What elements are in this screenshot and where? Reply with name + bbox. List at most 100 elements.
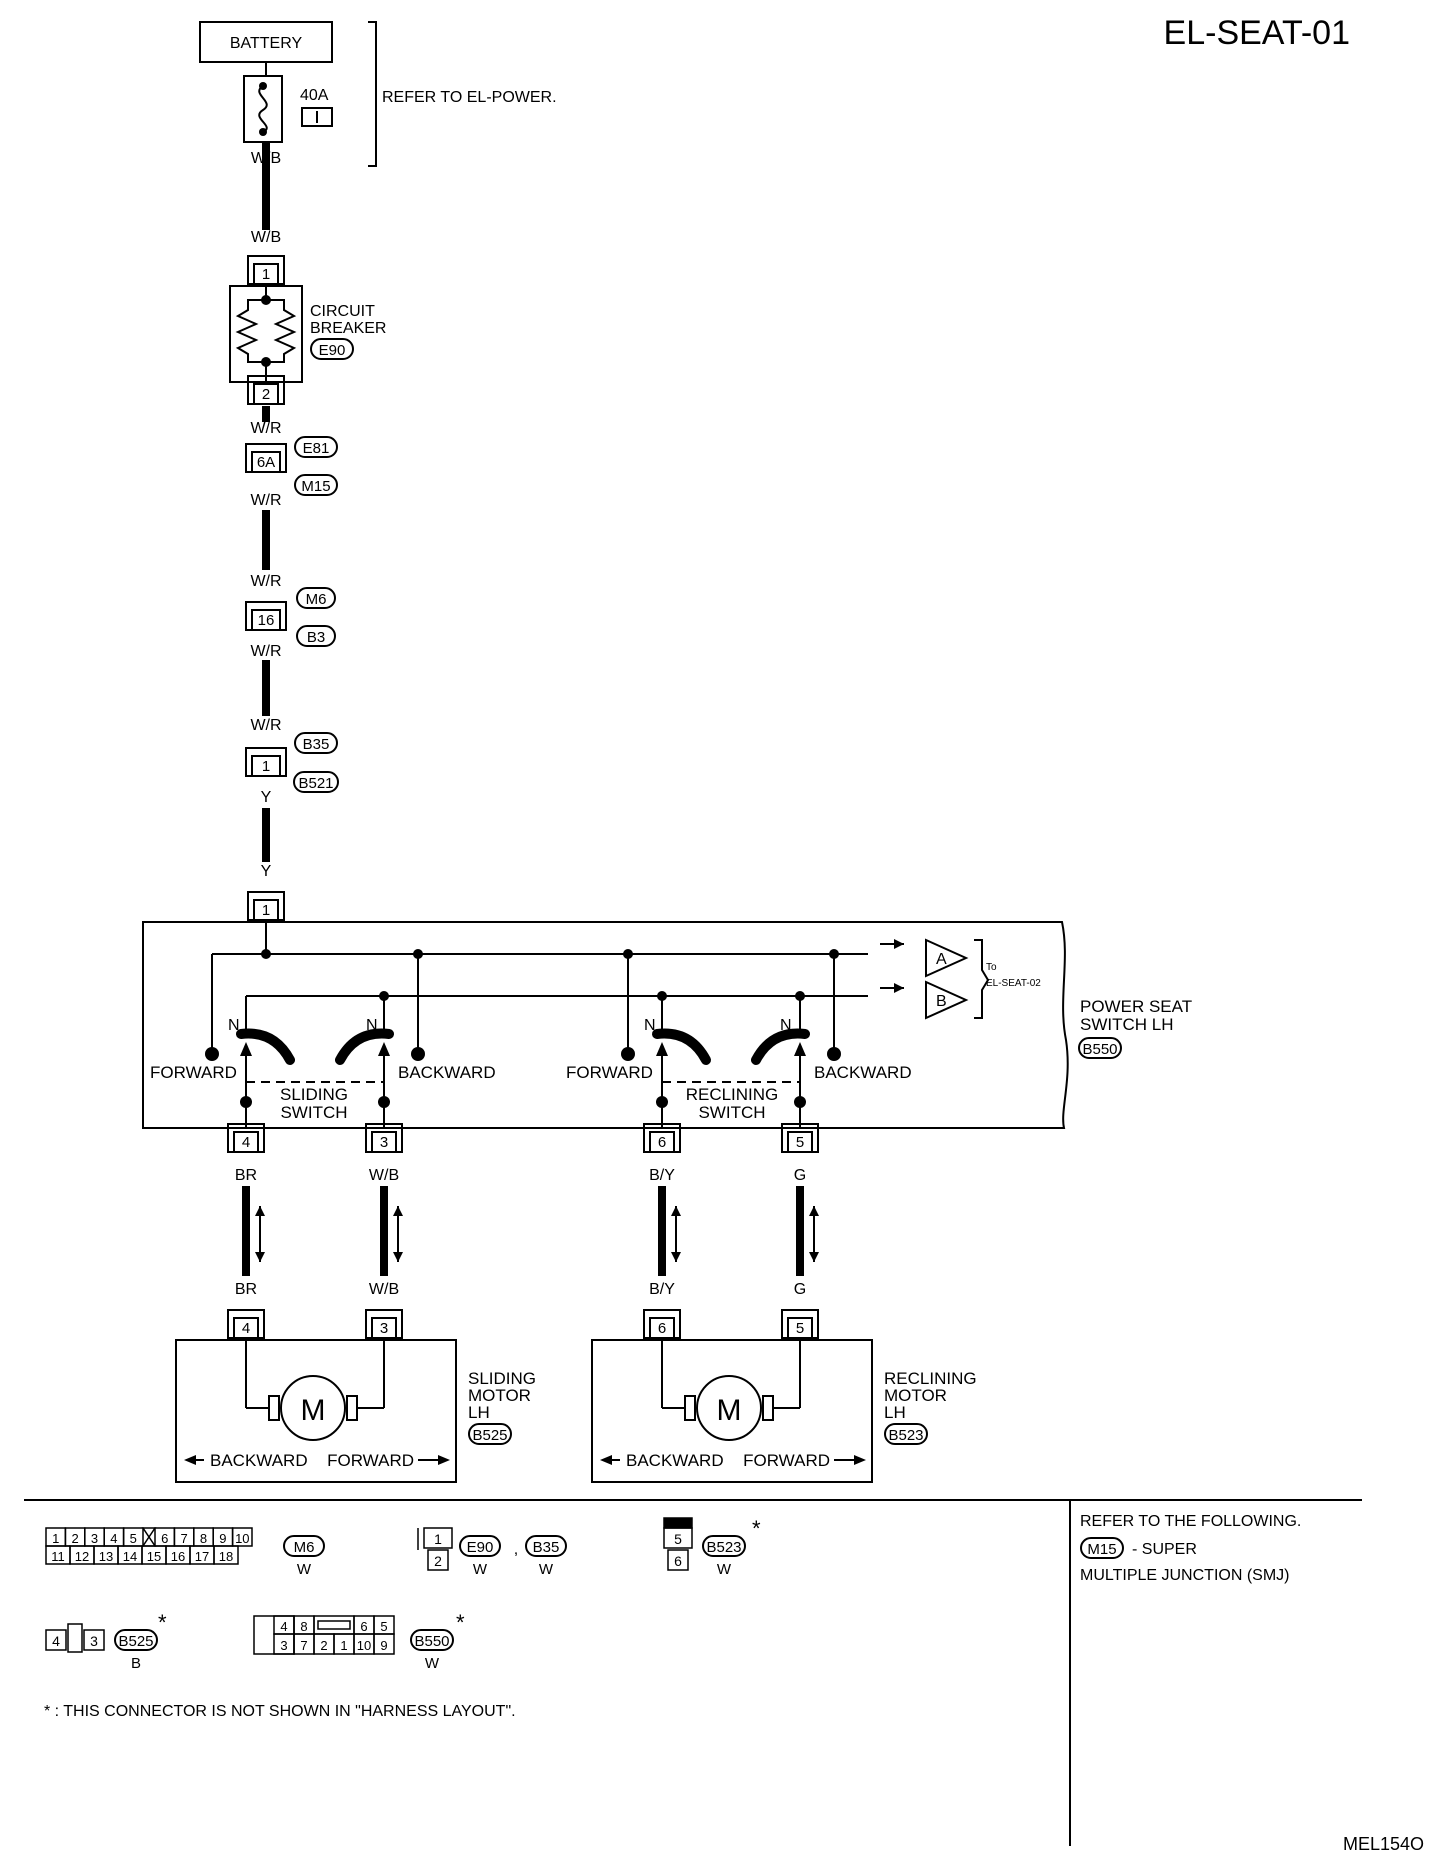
pin-cell xyxy=(251,609,281,631)
connector-badge: B35 xyxy=(294,732,338,754)
switch-input-pin: 1 xyxy=(247,891,285,921)
connector-cell xyxy=(663,1527,693,1549)
output-b-label: B xyxy=(936,993,947,1010)
arrow-head-up xyxy=(671,1206,681,1216)
switch-blade xyxy=(652,1028,711,1065)
motor-pin: 6 xyxy=(643,1309,681,1339)
motor-name: MOTOR xyxy=(884,1386,947,1405)
switch-output-pin: 5 xyxy=(781,1123,819,1153)
motor-backward: BACKWARD xyxy=(626,1451,724,1470)
connector-cell xyxy=(213,1545,239,1565)
motor-name: SLIDING xyxy=(468,1369,536,1388)
cell-pin: 2 xyxy=(434,1553,442,1569)
fixed-contact xyxy=(205,1047,219,1061)
arrow-head-down xyxy=(671,1252,681,1262)
cell-pin: 4 xyxy=(52,1633,60,1649)
cell-pin: 18 xyxy=(219,1549,233,1564)
badge-outline xyxy=(294,474,338,496)
badge-outline xyxy=(1080,1537,1124,1559)
connector-cell xyxy=(427,1549,449,1571)
cell-pin: 8 xyxy=(300,1619,307,1634)
cell-pin: 14 xyxy=(123,1549,137,1564)
cell-pin: 2 xyxy=(320,1638,327,1653)
to-ref: EL-SEAT-02 xyxy=(986,978,1041,989)
cell-pin: 15 xyxy=(147,1549,161,1564)
connector-cell xyxy=(423,1527,453,1549)
connector-id: M6 xyxy=(306,591,327,608)
badge-outline xyxy=(468,1423,512,1445)
badge-outline xyxy=(293,771,339,793)
cell-pin: 6 xyxy=(161,1531,168,1546)
connector-id: B3 xyxy=(307,629,325,646)
connector-color: B xyxy=(131,1655,141,1672)
pin-number: 1 xyxy=(262,902,270,919)
label: W/B xyxy=(251,229,281,246)
arrow-head-down xyxy=(255,1252,265,1262)
cell-pin: 3 xyxy=(280,1638,287,1653)
battery-label: BATTERY xyxy=(230,35,303,52)
legend-connector-b523: B523 xyxy=(702,1535,746,1557)
junction-dot xyxy=(261,949,271,959)
pole-arrow-icon xyxy=(378,1042,390,1056)
cell-pin: 8 xyxy=(200,1531,207,1546)
connector-badge: M6 xyxy=(296,587,336,609)
arrow-right-icon xyxy=(854,1455,866,1465)
refer-el-power: REFER TO EL-POWER. xyxy=(382,89,557,106)
badge-outline xyxy=(884,1423,928,1445)
signal-direction-icon xyxy=(255,1206,265,1262)
switch-name: POWER SEAT xyxy=(1080,997,1192,1016)
arrow-left-icon xyxy=(184,1455,196,1465)
connector-badge: B3 xyxy=(296,625,336,647)
pin-number: 6 xyxy=(658,1134,666,1151)
pin-number: 2 xyxy=(262,386,270,403)
pin-cell xyxy=(371,1131,397,1153)
motor-name: RECLINING xyxy=(884,1369,977,1388)
pin-cell xyxy=(787,1131,813,1153)
backward-label: BACKWARD xyxy=(398,1063,496,1082)
breaker-connector: E90 xyxy=(310,338,354,360)
pin-number: 1 xyxy=(262,266,270,283)
label: W/B xyxy=(369,1281,399,1298)
cell-pin: 17 xyxy=(195,1549,209,1564)
cell-pin: 7 xyxy=(180,1531,187,1546)
sliding-switch-label: SLIDING xyxy=(280,1085,348,1104)
badge-outline xyxy=(410,1629,454,1651)
switch-connector: B550 xyxy=(1078,1037,1122,1059)
label: Y xyxy=(261,863,272,880)
motor-connector: B525 xyxy=(468,1423,512,1445)
badge-outline xyxy=(525,1535,567,1557)
label: BR xyxy=(235,1167,257,1184)
bracket xyxy=(368,21,377,167)
badge-outline xyxy=(294,732,338,754)
cell-pin: 12 xyxy=(75,1549,89,1564)
motor-icon xyxy=(696,1375,762,1441)
connector-color: W xyxy=(425,1655,440,1672)
refer-connector-m15: M15 xyxy=(1080,1537,1124,1559)
output-a-triangle xyxy=(925,938,969,978)
asterisk: * xyxy=(752,1516,761,1541)
reclining-switch-label: RECLINING xyxy=(686,1085,779,1104)
connector-cell xyxy=(667,1549,689,1571)
motor-name: MOTOR xyxy=(468,1386,531,1405)
switch-output-pin: 6 xyxy=(643,1123,681,1153)
cell-pin: 10 xyxy=(235,1531,249,1546)
badge-outline xyxy=(283,1535,325,1557)
cell-pin: 5 xyxy=(380,1619,387,1634)
motor-forward: FORWARD xyxy=(743,1451,830,1470)
badge-outline xyxy=(296,587,336,609)
neutral-label: N xyxy=(228,1017,240,1034)
cell-pin: 1 xyxy=(434,1531,442,1547)
reclining-switch-label: SWITCH xyxy=(698,1103,765,1122)
connector-id: B523 xyxy=(706,1539,741,1556)
pin-cell xyxy=(253,383,279,405)
legend-connector-b35: B35 xyxy=(525,1535,567,1557)
cell-pin: 9 xyxy=(380,1638,387,1653)
forward-label: FORWARD xyxy=(150,1063,237,1082)
pin-number: 5 xyxy=(796,1134,804,1151)
joint-16: 16 xyxy=(245,601,287,631)
pin-number: 16 xyxy=(258,612,275,629)
motor-pin: 4 xyxy=(227,1309,265,1339)
signal-direction-icon xyxy=(809,1206,819,1262)
label: W/R xyxy=(250,420,281,437)
breaker-name: BREAKER xyxy=(310,320,386,337)
